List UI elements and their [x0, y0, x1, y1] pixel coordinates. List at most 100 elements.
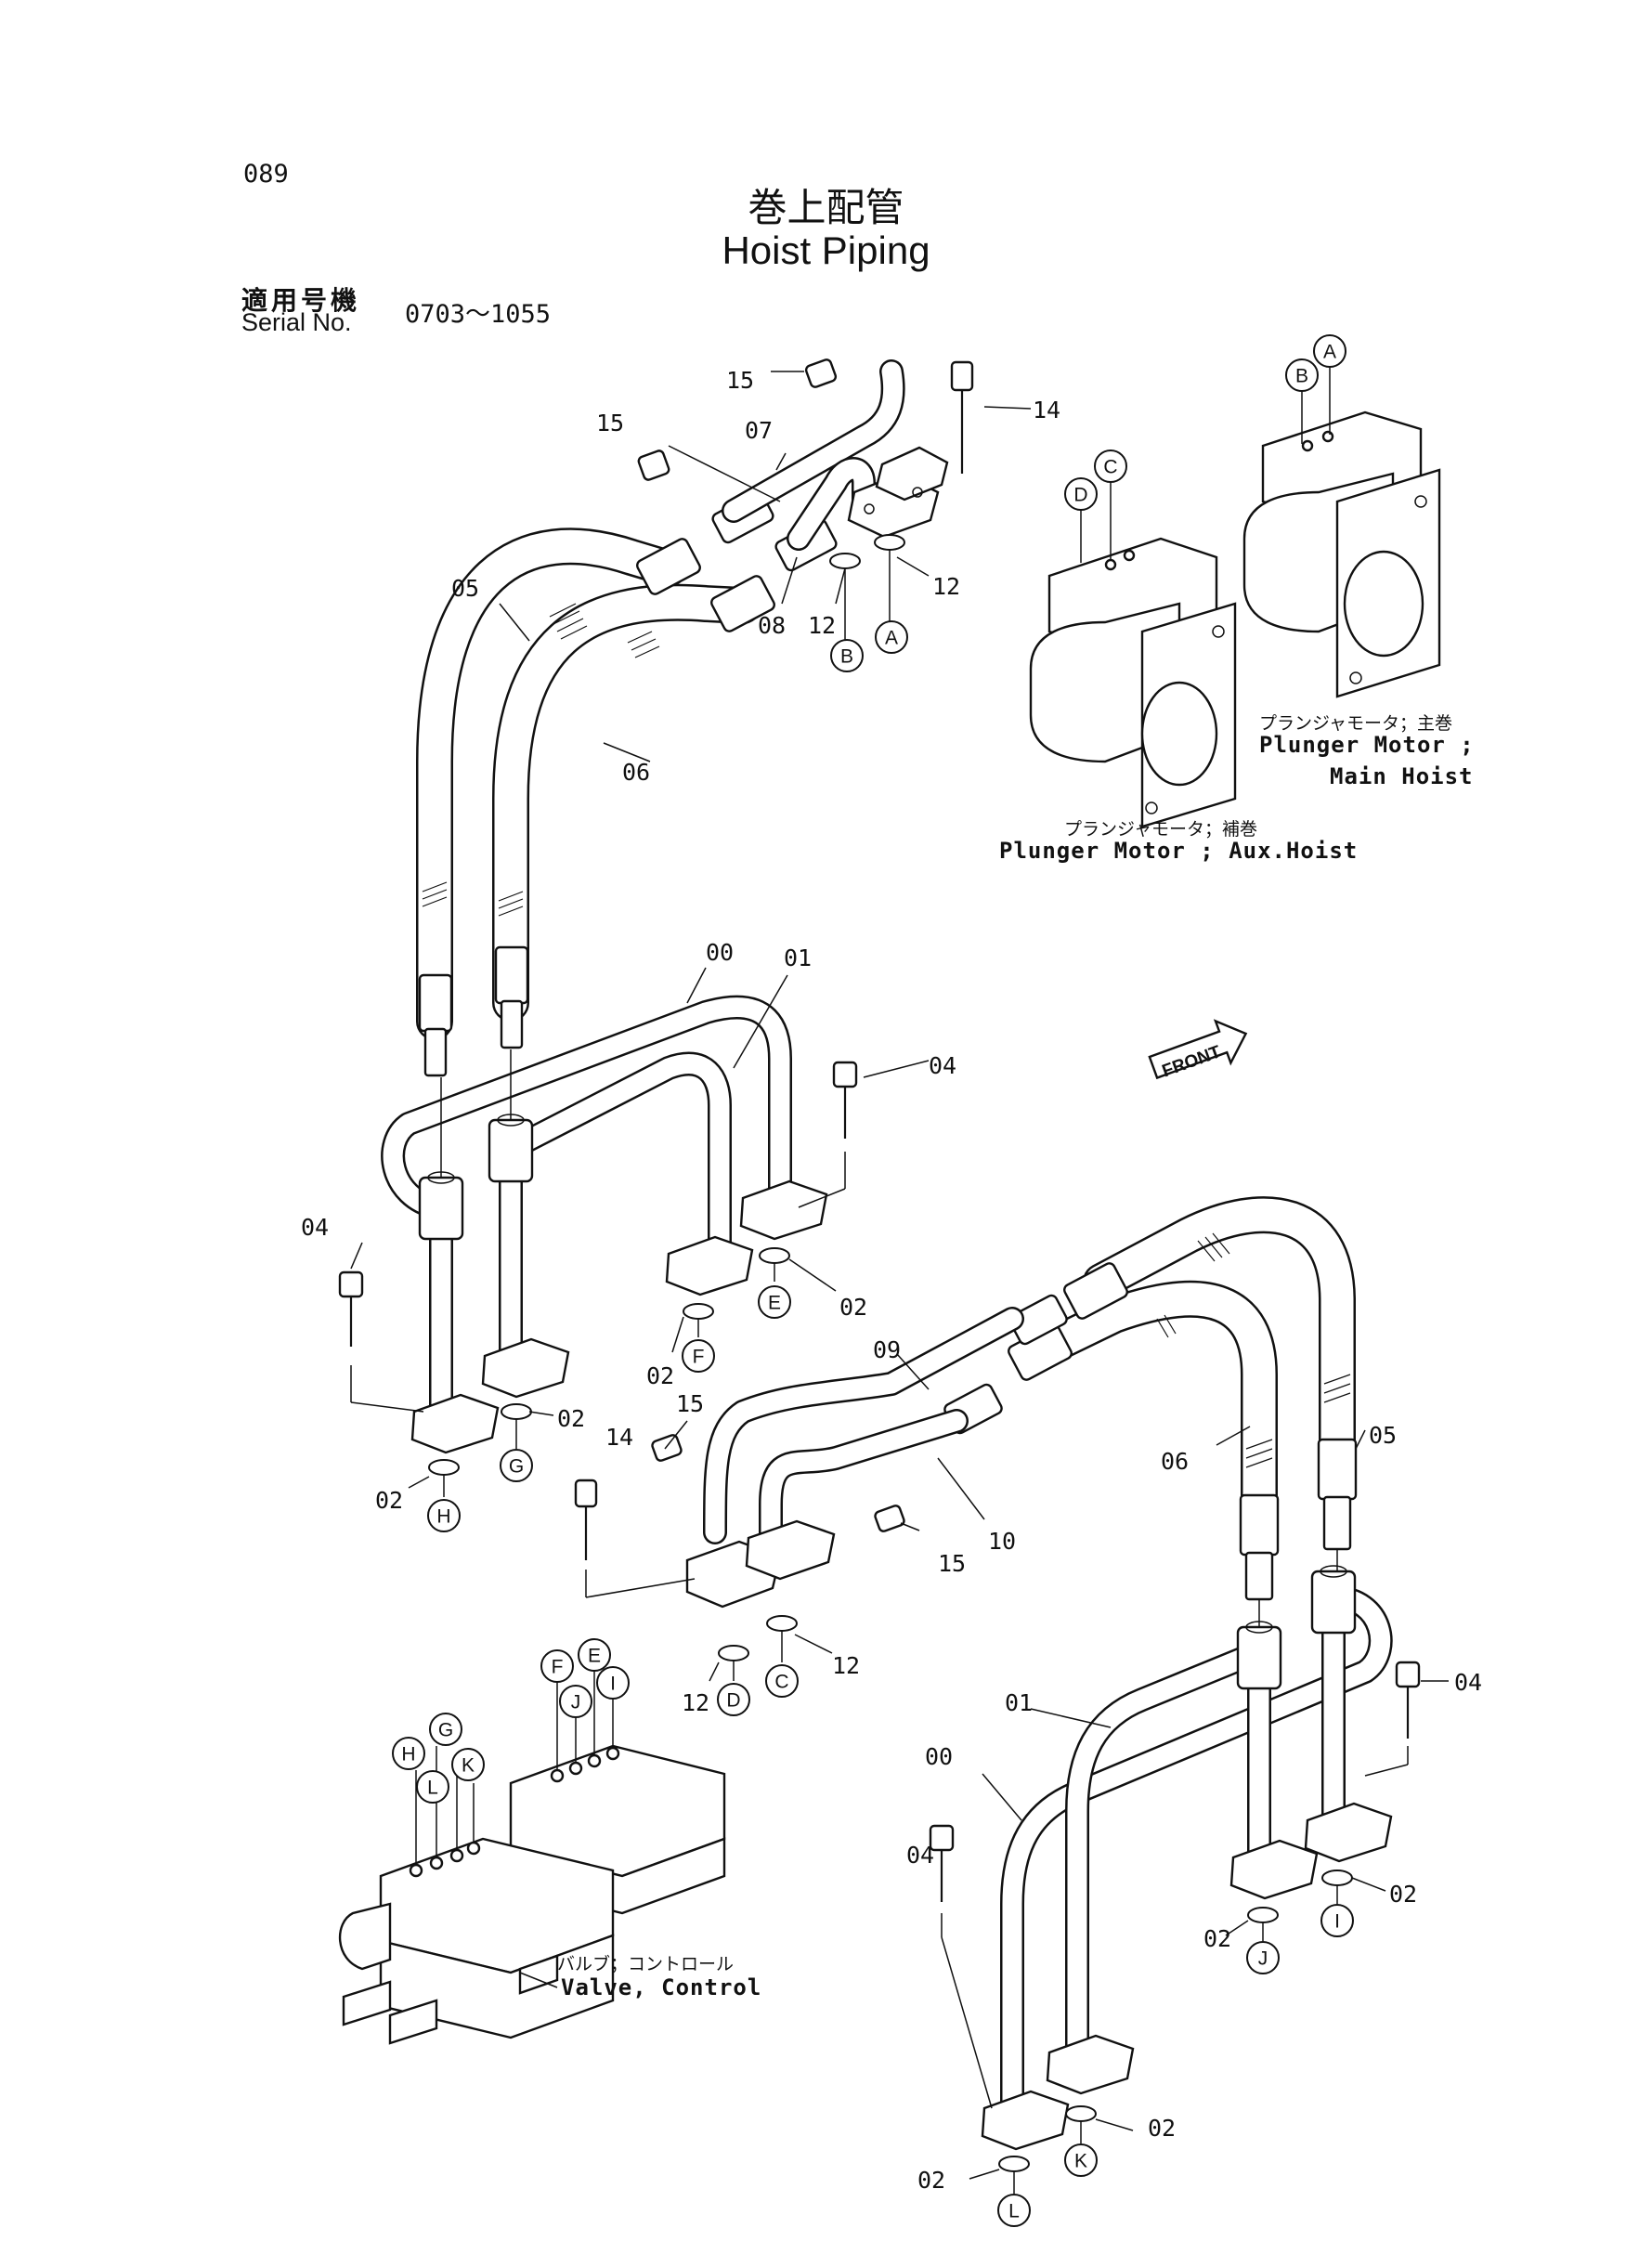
- svg-text:G: G: [438, 1720, 453, 1741]
- leaders-right: [941, 1680, 1449, 2194]
- svg-text:I: I: [1334, 1911, 1340, 1933]
- svg-text:H: H: [436, 1506, 450, 1528]
- port-marker: F: [540, 1649, 574, 1683]
- page-number: 089: [243, 160, 289, 189]
- control-valve: [339, 1672, 726, 2045]
- orings-right: [998, 1870, 1353, 2172]
- part-label: 15: [938, 1550, 966, 1577]
- part-label: 04: [929, 1052, 956, 1079]
- serial-label-english: Serial No.: [241, 308, 352, 336]
- part-label: 02: [917, 2167, 945, 2194]
- port-marker: G: [429, 1713, 462, 1746]
- part-label: 05: [1369, 1422, 1397, 1449]
- svg-text:A: A: [1323, 342, 1336, 363]
- part-label: 05: [451, 575, 479, 602]
- part-label: 14: [1033, 397, 1060, 423]
- leaders-left: [350, 967, 930, 1497]
- pipe-09: [703, 1307, 1024, 1544]
- svg-text:B: B: [1295, 366, 1308, 387]
- control-valve-caption-japanese: バルブ；コントロール: [557, 1954, 735, 1974]
- svg-text:E: E: [588, 1646, 601, 1667]
- port-marker: H: [392, 1737, 425, 1770]
- part-label: 10: [988, 1528, 1016, 1555]
- pipe-01-left: [494, 1051, 732, 1266]
- serial-label-japanese: 適用号機: [241, 285, 361, 316]
- pipe-00-left: [381, 995, 792, 1219]
- leaders-lower-mid: [585, 1353, 1366, 1682]
- orings-top: [829, 534, 905, 569]
- flanges-right: [981, 1802, 1393, 2151]
- pipe-08: [787, 457, 876, 551]
- part-label: 09: [873, 1336, 901, 1363]
- port-marker: C: [1094, 449, 1127, 483]
- svg-text:J: J: [1258, 1948, 1268, 1970]
- svg-text:D: D: [1073, 485, 1087, 506]
- svg-text:F: F: [693, 1347, 705, 1368]
- plunger-motor-main: [1242, 368, 1441, 698]
- port-marker: B: [830, 639, 864, 672]
- svg-text:I: I: [610, 1674, 616, 1695]
- part-label: 02: [1148, 2115, 1176, 2142]
- orings-lower-mid: [718, 1615, 798, 1661]
- port-marker: G: [500, 1449, 533, 1482]
- svg-text:K: K: [1074, 2151, 1087, 2172]
- bolts-left: [338, 1061, 858, 1347]
- svg-text:D: D: [726, 1690, 740, 1712]
- port-marker: E: [578, 1638, 611, 1672]
- part-label: 02: [557, 1405, 585, 1432]
- plugs-top: [637, 358, 974, 481]
- main-hoist-caption-english-2: Main Hoist: [1330, 763, 1474, 789]
- port-marker: K: [451, 1748, 485, 1781]
- port-letters: A B A B C D E F G H D C E F J I H G L K …: [392, 334, 1354, 2227]
- part-label: 14: [605, 1424, 633, 1451]
- part-label: 06: [622, 759, 650, 786]
- port-marker: D: [1064, 477, 1098, 511]
- front-arrow: FRONT: [1148, 1019, 1248, 1081]
- svg-text:K: K: [462, 1755, 475, 1777]
- pipe-01-right: [1065, 1641, 1268, 2065]
- plunger-motor-aux: [1029, 483, 1237, 828]
- part-label: 02: [1203, 1925, 1231, 1952]
- svg-text:F: F: [552, 1657, 564, 1678]
- part-label: 02: [646, 1362, 674, 1389]
- aux-hoist-caption-japanese: プランジャモータ；補巻: [1064, 819, 1258, 840]
- part-label: 08: [758, 612, 786, 639]
- pipe-risers-left: [429, 1140, 523, 1424]
- title-japanese: 巻上配管: [748, 185, 904, 230]
- port-marker: L: [997, 2194, 1031, 2227]
- svg-text:C: C: [774, 1672, 788, 1693]
- port-marker: C: [765, 1664, 799, 1698]
- serial-range: 0703～1055: [405, 300, 552, 329]
- port-marker: A: [875, 620, 908, 654]
- main-hoist-caption-english: Plunger Motor ;: [1259, 732, 1475, 758]
- port-marker: A: [1313, 334, 1346, 368]
- port-marker: F: [682, 1339, 715, 1373]
- bolts-right: [929, 1661, 1421, 1902]
- hose-hatching-lower: [1156, 1232, 1351, 1468]
- hose-05-lower: [1083, 1196, 1356, 1467]
- part-label: 04: [906, 1842, 934, 1869]
- part-label: 12: [682, 1689, 709, 1716]
- port-marker: E: [758, 1285, 791, 1319]
- control-valve-caption-english: Valve, Control: [561, 1974, 762, 2000]
- plugs-lower: [574, 1434, 905, 1560]
- part-label: 12: [932, 573, 960, 600]
- port-marker: J: [1246, 1941, 1280, 1974]
- part-label: 06: [1161, 1448, 1189, 1475]
- port-marker: B: [1285, 358, 1319, 392]
- pipe-07: [722, 359, 905, 523]
- part-label: 12: [832, 1652, 860, 1679]
- svg-text:C: C: [1103, 457, 1117, 478]
- flanges-top: [847, 446, 949, 539]
- hose-hatching-upper: [422, 603, 660, 917]
- port-marker: L: [416, 1770, 449, 1804]
- main-hoist-caption-japanese: プランジャモータ；主巻: [1259, 713, 1453, 734]
- part-label: 01: [784, 945, 812, 971]
- svg-text:E: E: [768, 1293, 781, 1314]
- svg-text:H: H: [401, 1744, 415, 1765]
- port-marker: J: [559, 1685, 592, 1718]
- pipe-10: [759, 1409, 969, 1554]
- flanges-lower-mid: [685, 1519, 836, 1609]
